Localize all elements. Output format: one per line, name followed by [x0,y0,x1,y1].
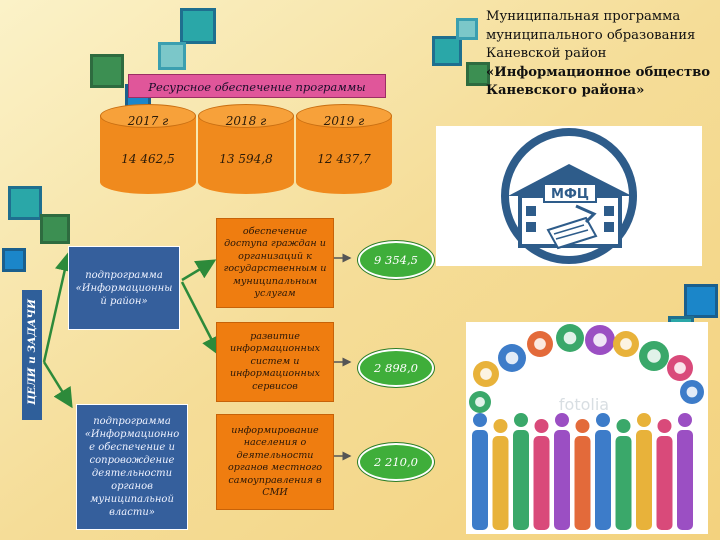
decor-square [2,248,26,272]
cylinder-year: 2017 г [127,114,169,128]
amount-oval: 9 354,5 [358,241,434,279]
mfc-building-icon: МФЦ [501,128,637,264]
network-bubble-glyph [475,397,485,407]
program-name-line: Каневского района» [486,83,645,99]
task-box: информирование населения о деятельности … [216,414,334,510]
person-body [595,430,611,530]
subprogram-box: подпрограмма «Информационны й район» [68,246,180,330]
task-box: обеспечение доступа граждан и организаци… [216,218,334,308]
person-body [656,436,673,530]
network-bubble-glyph [534,338,546,350]
decor-square [40,214,70,244]
year-cylinder-2019: 2019 г 12 437,7 [296,104,392,194]
mfc-text: МФЦ [551,187,589,202]
title-line: муниципального образования [486,27,696,43]
decor-square [456,18,478,40]
person-head [473,413,487,427]
task-text: информирование населения о деятельности … [227,424,323,499]
network-bubble-glyph [674,362,686,374]
person-body [472,430,488,530]
person-head [514,413,528,427]
person-head [637,413,651,427]
subprogram-text: подпрограмма «Информационно е обеспечени… [84,416,180,518]
cylinder-year: 2018 г [225,114,267,128]
people-network-icon: fotolia [469,324,704,530]
person-body [615,436,632,530]
person-head [534,419,549,433]
decor-square [432,36,462,66]
person-head [678,413,692,427]
cylinder-value: 14 462,5 [121,152,175,166]
people-icons-image: fotolia [466,322,708,534]
network-bubble-glyph [647,349,661,363]
network-bubble-glyph [620,338,632,350]
year-cylinder-2017: 2017 г 14 462,5 [100,104,196,194]
cylinder-value: 12 437,7 [317,152,371,166]
title-line: Каневской район [486,46,607,62]
cylinder-year: 2019 г [323,114,365,128]
network-bubble-glyph [563,331,577,345]
program-title: Муниципальная программа муниципального о… [486,8,716,101]
person-body [554,430,570,530]
person-body [677,430,693,530]
decor-square [180,8,216,44]
person-body [574,436,591,530]
watermark-text: fotolia [559,395,609,414]
goals-tasks-text: ЦЕЛИ и ЗАДАЧИ [26,299,38,405]
person-head [493,419,508,433]
decor-square [90,54,124,88]
network-bubble-glyph [686,386,698,398]
program-name-line: «Информационное общество [486,64,711,80]
network-bubble-glyph [480,368,492,380]
person-body [492,436,509,530]
network-bubble-glyph [505,351,519,365]
amount-oval: 2 210,0 [358,443,434,481]
decor-square [684,284,718,318]
title-line: Муниципальная программа [486,9,681,24]
goals-tasks-label: ЦЕЛИ и ЗАДАЧИ [22,290,42,420]
subprogram-text: подпрограмма «Информационны й район» [75,269,173,307]
person-head [596,413,610,427]
person-head [657,419,672,433]
task-text: развитие информационных систем и информа… [229,330,321,392]
year-cylinder-2018: 2018 г 13 594,8 [198,104,294,194]
subprogram-box: подпрограмма «Информационно е обеспечени… [76,404,188,530]
cylinder-value: 13 594,8 [219,152,273,166]
decor-square [158,42,186,70]
person-head [575,419,590,433]
person-body [533,436,550,530]
person-body [636,430,652,530]
network-bubble-glyph [593,333,607,347]
mfc-image: МФЦ [436,126,702,266]
amount-oval: 2 898,0 [358,349,434,387]
task-box: развитие информационных систем и информа… [216,322,334,402]
decor-square [8,186,42,220]
person-head [616,419,631,433]
person-body [513,430,529,530]
person-head [555,413,569,427]
task-text: обеспечение доступа граждан и организаци… [223,225,327,300]
decor-square [466,62,490,86]
resources-banner: Ресурсное обеспечение программы [128,74,386,98]
